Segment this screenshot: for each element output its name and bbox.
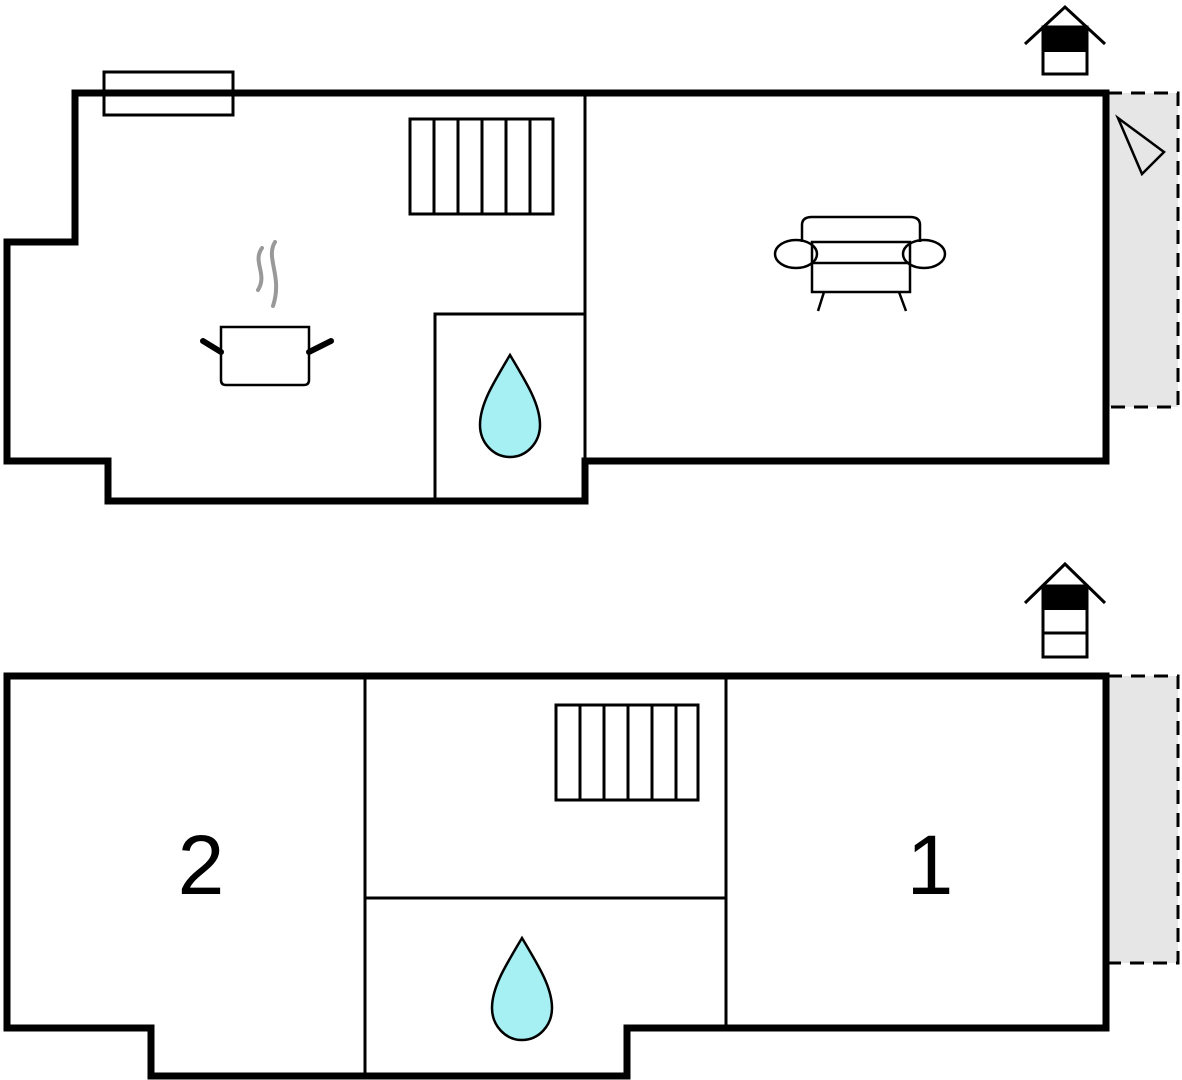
bathroom-wall <box>433 312 585 501</box>
stairs-icon <box>408 117 555 216</box>
upper-floor-plan: 2 1 <box>3 561 1180 1080</box>
house-floor-icon <box>1023 561 1107 659</box>
terrace <box>1108 674 1180 965</box>
radiator-icon <box>102 70 235 117</box>
cooking-pot-icon <box>200 240 334 387</box>
room-number-2: 2 <box>178 818 225 912</box>
terrace-door-icon <box>1115 114 1166 177</box>
sofa-icon <box>773 215 947 312</box>
room-number-1: 1 <box>907 818 954 912</box>
water-drop-icon <box>478 352 542 459</box>
terrace <box>1108 91 1180 409</box>
ground-floor-outer-wall <box>3 89 1110 505</box>
stairs-icon <box>554 703 700 802</box>
upper-floor-outer-wall <box>3 672 1110 1080</box>
house-floor-icon <box>1023 4 1107 76</box>
ground-floor-plan <box>3 4 1180 505</box>
water-drop-icon <box>490 935 554 1042</box>
